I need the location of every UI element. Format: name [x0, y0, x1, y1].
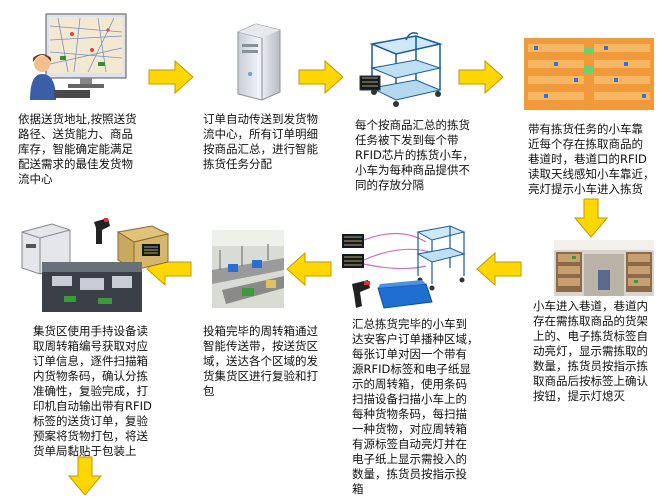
step-1-text: 依据送货地址,按照送货 路径、送货能力、商品 库存，智能确定能满足 配送需求的最…	[18, 112, 137, 186]
clerk-map-icon	[28, 12, 140, 100]
arrow-down-icon	[68, 456, 102, 496]
arrow-right-icon	[298, 60, 344, 94]
server-icon	[230, 22, 284, 102]
arrow-down-icon	[574, 198, 608, 238]
step-8-text: 集货区使用手持设备读 取周转箱编号获取对应 订单信息，逐件扫描箱 内货物条码，确…	[33, 324, 152, 458]
arrow-right-icon	[458, 60, 504, 94]
packing-printer-icon	[18, 214, 170, 314]
step-7-text: 投箱完毕的周转箱通过 智能传送带，按送货区 域，送达各个区域的发 货集货区进行复…	[203, 324, 318, 398]
arrow-left-icon	[286, 252, 332, 286]
conveyor-icon	[212, 230, 284, 308]
picking-cart-icon	[358, 30, 448, 112]
step-6-text: 汇总拣货完毕的小车到 达安客户订单播种区域， 每张订单对因一个带有 源RFID标…	[352, 317, 479, 496]
warehouse-aisle-rfid-icon	[524, 38, 654, 110]
sorting-rfid-icon	[340, 222, 468, 314]
step-5-text: 小车进入巷道，巷道内 存在需拣取商品的货架 上的、电子拣货标签自 动亮灯，显示需…	[533, 299, 648, 403]
arrow-left-icon	[476, 252, 522, 286]
step-3-text: 每个按商品汇总的拣货 任务被下发到每个带 RFID芯片的拣货小车， 小车为每种商…	[355, 118, 474, 192]
step-2-text: 订单自动传送到发货物 流中心，所有订单明细 按商品汇总，进行智能 拣货任务分配	[203, 112, 318, 171]
step-4-text: 带有拣货任务的小车靠 近每个存在拣取商品的 巷道时，巷道口的RFID 读取天线感…	[528, 122, 655, 196]
arrow-right-icon	[148, 60, 194, 94]
warehouse-shelves-icon	[554, 240, 654, 296]
